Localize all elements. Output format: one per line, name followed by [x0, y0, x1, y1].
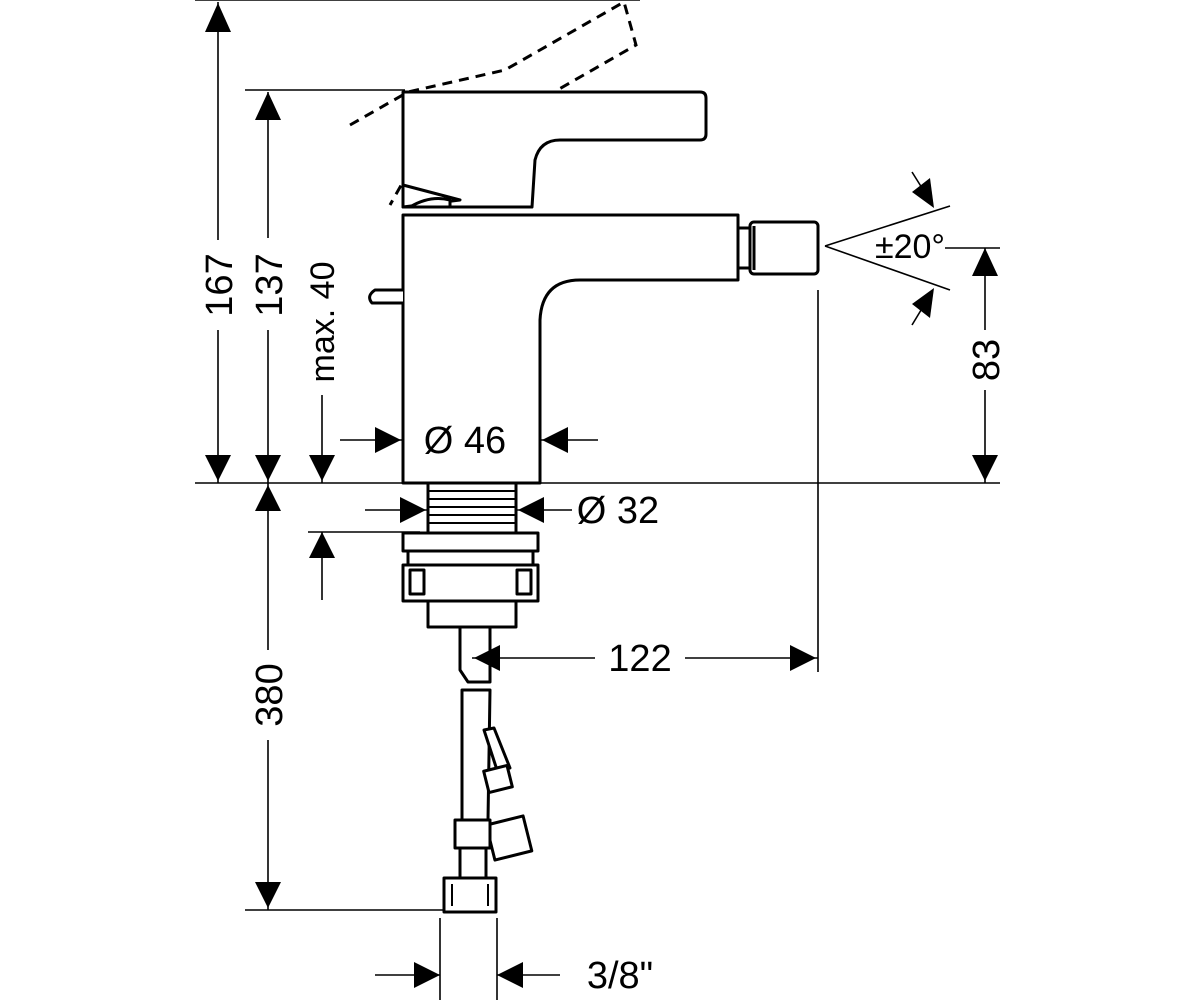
label-hose-length: 380: [249, 663, 291, 726]
dimension-base-diameter: Ø 46: [340, 420, 598, 462]
dimension-shank-diameter: Ø 32: [365, 490, 659, 532]
dimension-swivel-angle: ±20°: [824, 171, 951, 326]
label-base-diameter: Ø 46: [424, 420, 506, 462]
dimension-total-height: 167: [196, 2, 241, 483]
dimension-spout-height: 83: [966, 248, 1008, 483]
faucet-lever: [401, 90, 708, 209]
faucet-body: [368, 197, 820, 485]
dimension-connection: 3/8": [375, 955, 653, 997]
label-connection: 3/8": [587, 955, 653, 997]
label-deck-thickness: max. 40: [304, 262, 342, 383]
label-shank-diameter: Ø 32: [577, 490, 659, 532]
dimension-spout-reach: 122: [472, 638, 818, 680]
dimension-body-height: 137: [248, 92, 291, 483]
label-spout-height: 83: [966, 339, 1008, 381]
label-total-height: 167: [199, 253, 241, 316]
label-spout-reach: 122: [608, 638, 671, 680]
label-body-height: 137: [249, 253, 291, 316]
hose-and-connectors: [442, 625, 534, 914]
dimension-deck-thickness: max. 40: [304, 262, 342, 600]
dimension-hose-length: 380: [248, 483, 291, 910]
label-swivel-angle: ±20°: [875, 228, 945, 266]
threaded-shank: [401, 481, 540, 629]
